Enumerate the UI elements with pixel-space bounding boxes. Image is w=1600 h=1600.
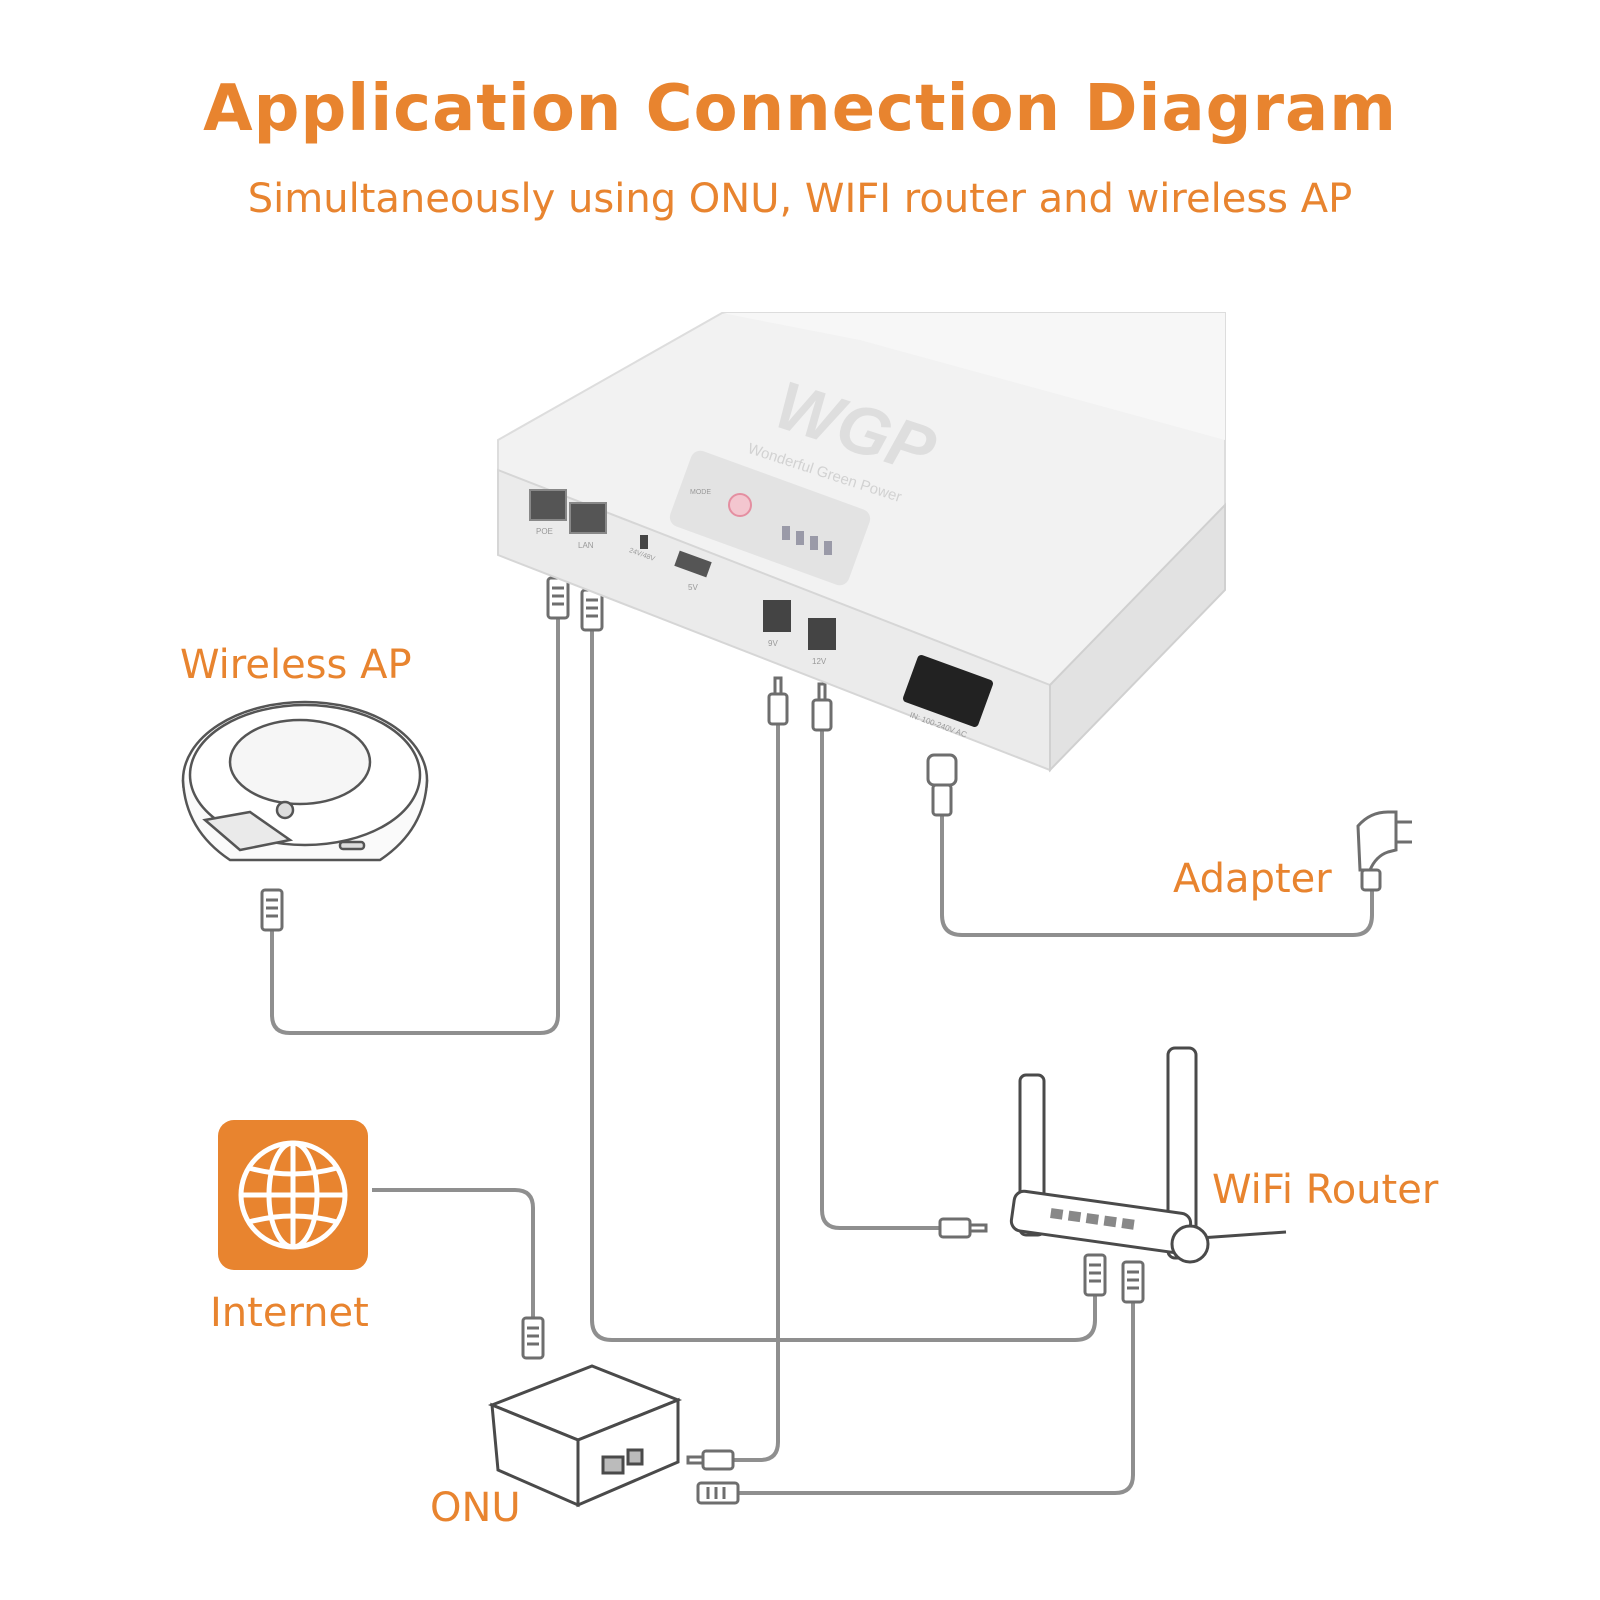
device-mode-label: MODE — [690, 489, 711, 496]
cables — [270, 618, 1374, 1495]
cable-onu-to-router — [738, 1300, 1135, 1495]
device-port-lan-label: LAN — [578, 541, 594, 550]
rj45-plug-onu-wan — [521, 1316, 545, 1360]
page-subtitle: Simultaneously using ONU, WIFI router an… — [247, 176, 1353, 222]
cable-9v-to-onu — [733, 720, 780, 1462]
device-dc12v-label: 12V — [812, 657, 827, 666]
connectors — [260, 576, 1145, 1505]
cable-lan-to-router — [590, 630, 1097, 1342]
label-adapter: Adapter — [1173, 856, 1332, 902]
rj45-plug-router-1 — [1083, 1253, 1107, 1297]
cable-internet-to-onu — [372, 1188, 535, 1318]
power-bank-device — [497, 312, 1226, 773]
device-dc9v-label: 9V — [768, 639, 778, 648]
wireless-ap-device — [181, 700, 429, 862]
rj45-plug-poe — [546, 576, 570, 620]
device-usb-label: 5V — [688, 583, 698, 592]
cable-poe-to-wireless-ap — [270, 618, 560, 1035]
rj45-plug-router-2 — [1121, 1260, 1145, 1304]
dc-plug-9v — [767, 676, 789, 726]
rj45-plug-lan — [580, 588, 604, 632]
power-plug-icon — [1356, 810, 1412, 892]
ac-plug — [926, 753, 958, 817]
onu-device — [487, 1364, 683, 1508]
cable-12v-to-router — [820, 726, 940, 1230]
cable-ac-to-adapter — [940, 815, 1374, 937]
label-onu: ONU — [430, 1485, 521, 1531]
rj45-plug-onu-lan — [696, 1481, 740, 1505]
dc-plug-router — [938, 1217, 988, 1239]
label-internet: Internet — [210, 1290, 369, 1336]
device-port-poe-label: POE — [536, 527, 553, 536]
rj45-plug-ap — [260, 888, 284, 932]
dc-plug-onu — [686, 1449, 735, 1471]
wifi-router-device — [1009, 1046, 1287, 1264]
page-title: Application Connection Diagram — [203, 72, 1397, 146]
dc-plug-12v — [811, 682, 833, 732]
label-wireless-ap: Wireless AP — [180, 642, 412, 688]
label-wifi-router: WiFi Router — [1212, 1167, 1439, 1213]
globe-icon — [218, 1120, 368, 1270]
